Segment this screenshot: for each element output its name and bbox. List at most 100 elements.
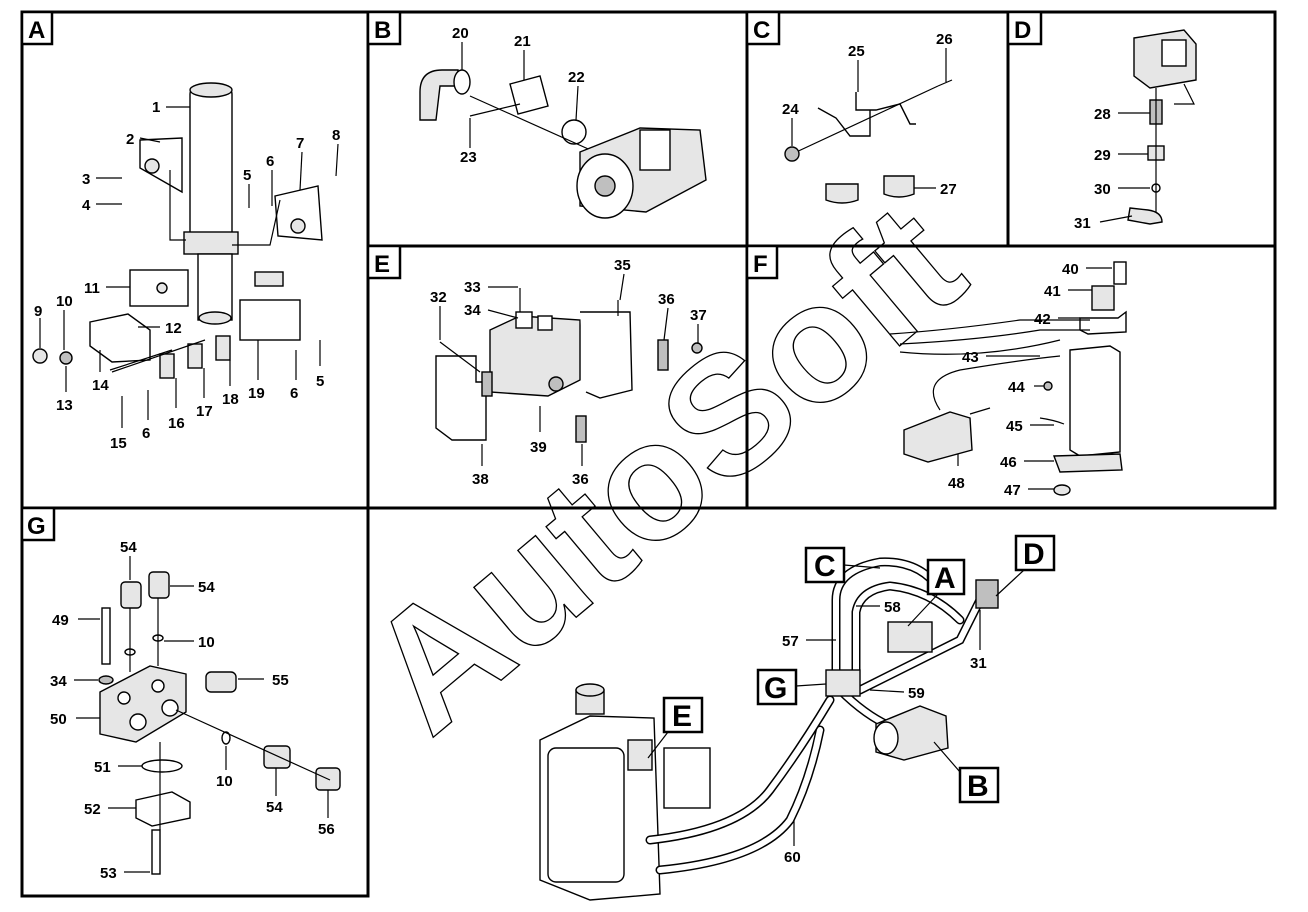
callout-a-16: 16 <box>168 378 185 432</box>
callout-g-56: 56 <box>318 790 335 838</box>
panel-label-f: F <box>745 244 779 280</box>
svg-text:25: 25 <box>848 43 865 60</box>
callout-a-14: 14 <box>92 350 109 394</box>
callout-e-37: 37 <box>690 307 707 344</box>
callout-c-25: 25 <box>848 43 865 92</box>
bolt-40 <box>1113 261 1127 285</box>
bracket-2 <box>139 137 183 194</box>
callout-c-26: 26 <box>936 31 953 82</box>
elbow-31 <box>1127 207 1163 225</box>
svg-text:16: 16 <box>168 415 185 432</box>
overview-label-a: A <box>907 558 966 627</box>
panel-g-border <box>20 506 370 898</box>
callout-f-47: 47 <box>1004 482 1054 499</box>
svg-text:15: 15 <box>110 435 127 452</box>
svg-text:10: 10 <box>198 634 215 651</box>
svg-text:3: 3 <box>82 171 90 188</box>
svg-text:29: 29 <box>1094 147 1111 164</box>
callout-overview-60: 60 <box>784 820 801 866</box>
callout-e-36-low: 36 <box>572 444 589 488</box>
callout-g-54-low: 54 <box>266 768 283 816</box>
svg-text:22: 22 <box>568 69 585 86</box>
panel-d-callouts: 28 29 30 31 <box>1074 106 1150 232</box>
svg-text:56: 56 <box>318 821 335 838</box>
callout-a-1: 1 <box>152 99 190 116</box>
svg-text:10: 10 <box>56 293 73 310</box>
callout-d-29: 29 <box>1094 147 1148 164</box>
panel-e-callouts: 33 34 35 32 36 37 39 38 36 <box>430 257 707 488</box>
callout-g-10-top: 10 <box>164 634 215 651</box>
svg-text:20: 20 <box>452 25 469 42</box>
svg-text:36: 36 <box>572 471 589 488</box>
callout-a-9: 9 <box>34 303 42 348</box>
callout-a-12: 12 <box>138 320 182 337</box>
svg-text:32: 32 <box>430 289 447 306</box>
callout-a-17: 17 <box>196 368 213 420</box>
svg-text:14: 14 <box>92 377 109 394</box>
callout-g-54-right: 54 <box>170 579 215 596</box>
callout-e-36-top: 36 <box>658 291 675 341</box>
cylinder-rod-housing <box>197 253 233 321</box>
svg-text:23: 23 <box>460 149 477 166</box>
svg-text:59: 59 <box>908 685 925 702</box>
knob-41 <box>1091 285 1115 311</box>
svg-text:37: 37 <box>690 307 707 324</box>
svg-text:A: A <box>28 17 45 44</box>
svg-text:18: 18 <box>222 391 239 408</box>
panel-borders <box>20 10 1277 898</box>
panel-c-callouts: 24 25 26 27 <box>782 31 957 198</box>
panel-c-drawing <box>784 79 953 204</box>
svg-text:10: 10 <box>216 773 233 790</box>
callout-g-10-low: 10 <box>216 746 233 790</box>
panel-label-a: A <box>20 10 54 46</box>
svg-text:8: 8 <box>332 127 340 144</box>
svg-text:30: 30 <box>1094 181 1111 198</box>
bracket-19 <box>239 299 301 341</box>
panel-f-drawing <box>889 261 1127 496</box>
callout-f-41: 41 <box>1044 283 1092 300</box>
plug-37 <box>691 342 703 354</box>
svg-text:31: 31 <box>970 655 987 672</box>
svg-text:C: C <box>814 550 836 583</box>
overview-label-g: G <box>756 668 827 706</box>
bracket-7 <box>274 185 323 241</box>
callout-b-23: 23 <box>460 118 477 166</box>
callout-a-13: 13 <box>56 366 73 414</box>
bracket-right <box>580 311 633 399</box>
svg-text:38: 38 <box>472 471 489 488</box>
filter-housing <box>489 315 581 397</box>
callout-a-6-right: 6 <box>290 350 298 402</box>
svg-text:5: 5 <box>243 167 251 184</box>
callout-a-5-right: 5 <box>316 340 324 390</box>
svg-text:4: 4 <box>82 197 91 214</box>
callout-a-7: 7 <box>296 135 304 191</box>
svg-text:F: F <box>753 251 768 278</box>
callout-e-34: 34 <box>464 302 519 319</box>
callout-a-2: 2 <box>126 131 161 148</box>
callout-a-19: 19 <box>248 340 265 402</box>
panel-label-c: C <box>745 10 781 46</box>
svg-text:54: 54 <box>120 539 137 556</box>
callout-overview-31: 31 <box>970 610 987 672</box>
svg-text:6: 6 <box>142 425 150 442</box>
elbow-20 <box>419 69 459 121</box>
svg-text:58: 58 <box>884 599 901 616</box>
overview-labels: C A D G E B <box>647 534 1056 804</box>
callout-a-6-low: 6 <box>142 390 150 442</box>
svg-text:26: 26 <box>936 31 953 48</box>
svg-text:A: A <box>934 562 956 595</box>
svg-text:52: 52 <box>84 801 101 818</box>
nut-24 <box>784 146 800 162</box>
svg-text:48: 48 <box>948 475 965 492</box>
panel-f-border <box>745 244 1277 510</box>
oring-22 <box>561 119 587 145</box>
overview-label-d: D <box>995 534 1056 597</box>
callout-g-51: 51 <box>94 759 142 776</box>
callout-overview-58: 58 <box>856 599 901 616</box>
svg-text:7: 7 <box>296 135 304 152</box>
svg-text:6: 6 <box>290 385 298 402</box>
svg-text:19: 19 <box>248 385 265 402</box>
svg-text:35: 35 <box>614 257 631 274</box>
svg-text:13: 13 <box>56 397 73 414</box>
